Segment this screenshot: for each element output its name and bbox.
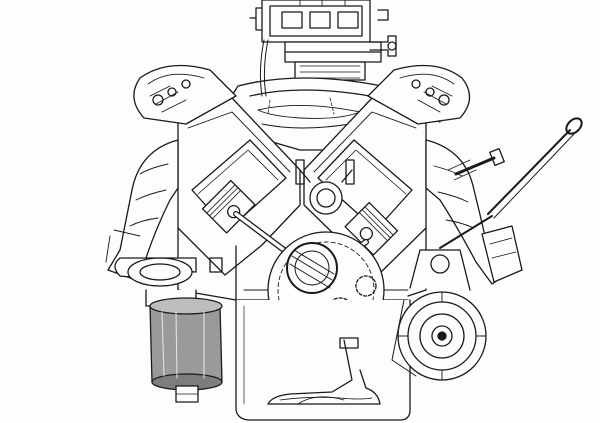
spark-plug bbox=[447, 147, 505, 181]
oil-filter bbox=[114, 257, 223, 403]
engine-mount bbox=[481, 225, 523, 283]
oil-pickup bbox=[267, 337, 381, 405]
piston bbox=[201, 179, 399, 256]
exhaust-manifold bbox=[105, 139, 511, 285]
cylinder-bank-left bbox=[133, 64, 301, 276]
cylinder-bank-right bbox=[303, 64, 471, 276]
alternator bbox=[391, 249, 487, 381]
carburetor bbox=[249, 0, 397, 81]
dipstick bbox=[439, 117, 583, 249]
camshaft bbox=[295, 159, 355, 215]
